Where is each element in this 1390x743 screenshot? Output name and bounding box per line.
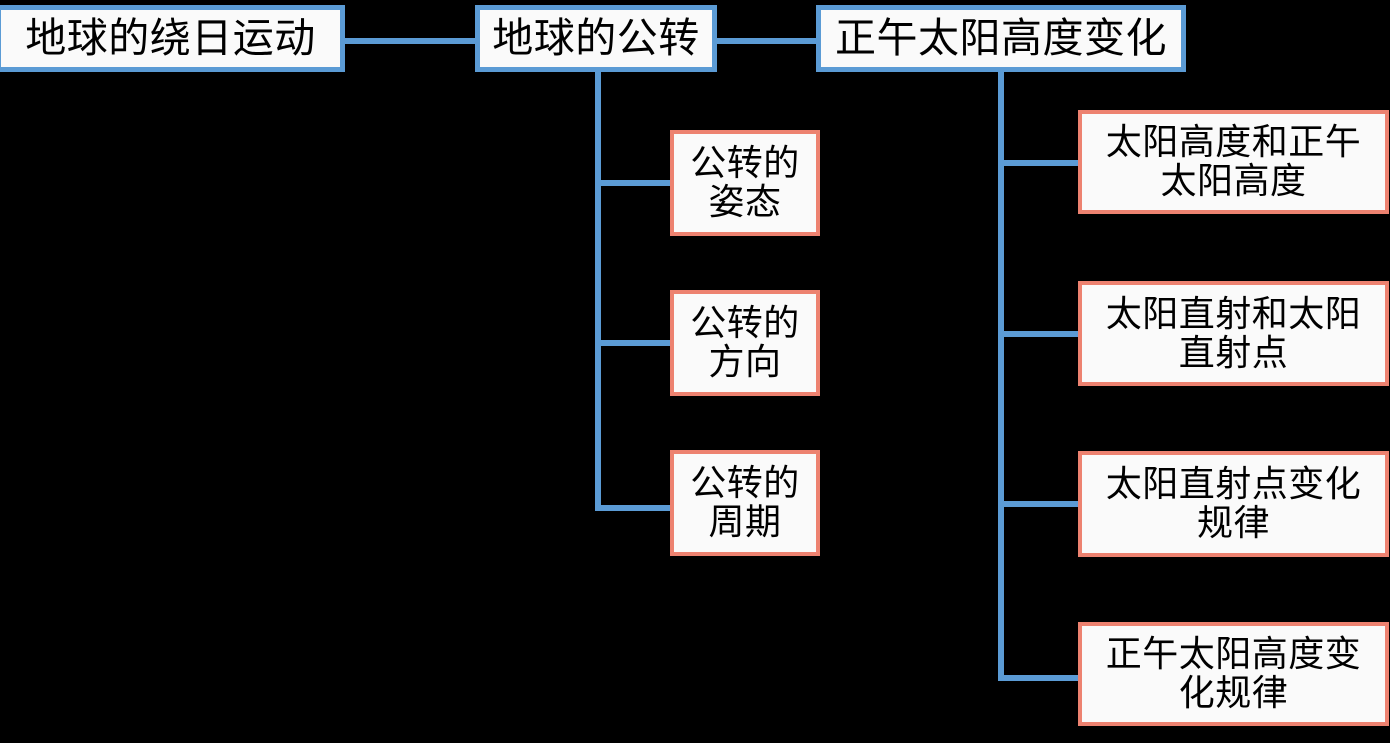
node-direct-sunlight-and-subsolar-point[interactable]: 太阳直射和太阳 直射点 <box>1078 281 1389 386</box>
node-subsolar-point-variation-law[interactable]: 太阳直射点变化 规律 <box>1078 451 1389 557</box>
connector-branch2-arm-4 <box>998 675 1082 681</box>
node-root-earth-revolution[interactable]: 地球的绕日运动 <box>0 5 345 72</box>
connector-branch1-arm-1 <box>595 180 675 186</box>
node-branch-noon-solar-altitude[interactable]: 正午太阳高度变化 <box>816 5 1186 72</box>
node-orbit-direction[interactable]: 公转的 方向 <box>670 290 820 396</box>
connector-root-to-branch1 <box>344 38 476 44</box>
connector-branch2-arm-1 <box>998 160 1082 166</box>
connector-branch1-arm-3 <box>595 505 675 511</box>
node-branch-earth-orbit[interactable]: 地球的公转 <box>475 5 717 72</box>
connector-branch2-trunk <box>998 70 1004 681</box>
connector-branch2-arm-3 <box>998 501 1082 507</box>
node-noon-solar-altitude-variation-law[interactable]: 正午太阳高度变 化规律 <box>1078 622 1389 726</box>
node-orbit-period[interactable]: 公转的 周期 <box>670 450 820 556</box>
node-solar-altitude-and-noon-solar-altitude[interactable]: 太阳高度和正午 太阳高度 <box>1078 110 1389 214</box>
connector-branch2-arm-2 <box>998 331 1082 337</box>
connector-branch1-trunk <box>595 70 601 511</box>
connector-branch1-to-branch2 <box>716 38 817 44</box>
connector-branch1-arm-2 <box>595 340 675 346</box>
node-orbit-posture[interactable]: 公转的 姿态 <box>670 130 820 236</box>
